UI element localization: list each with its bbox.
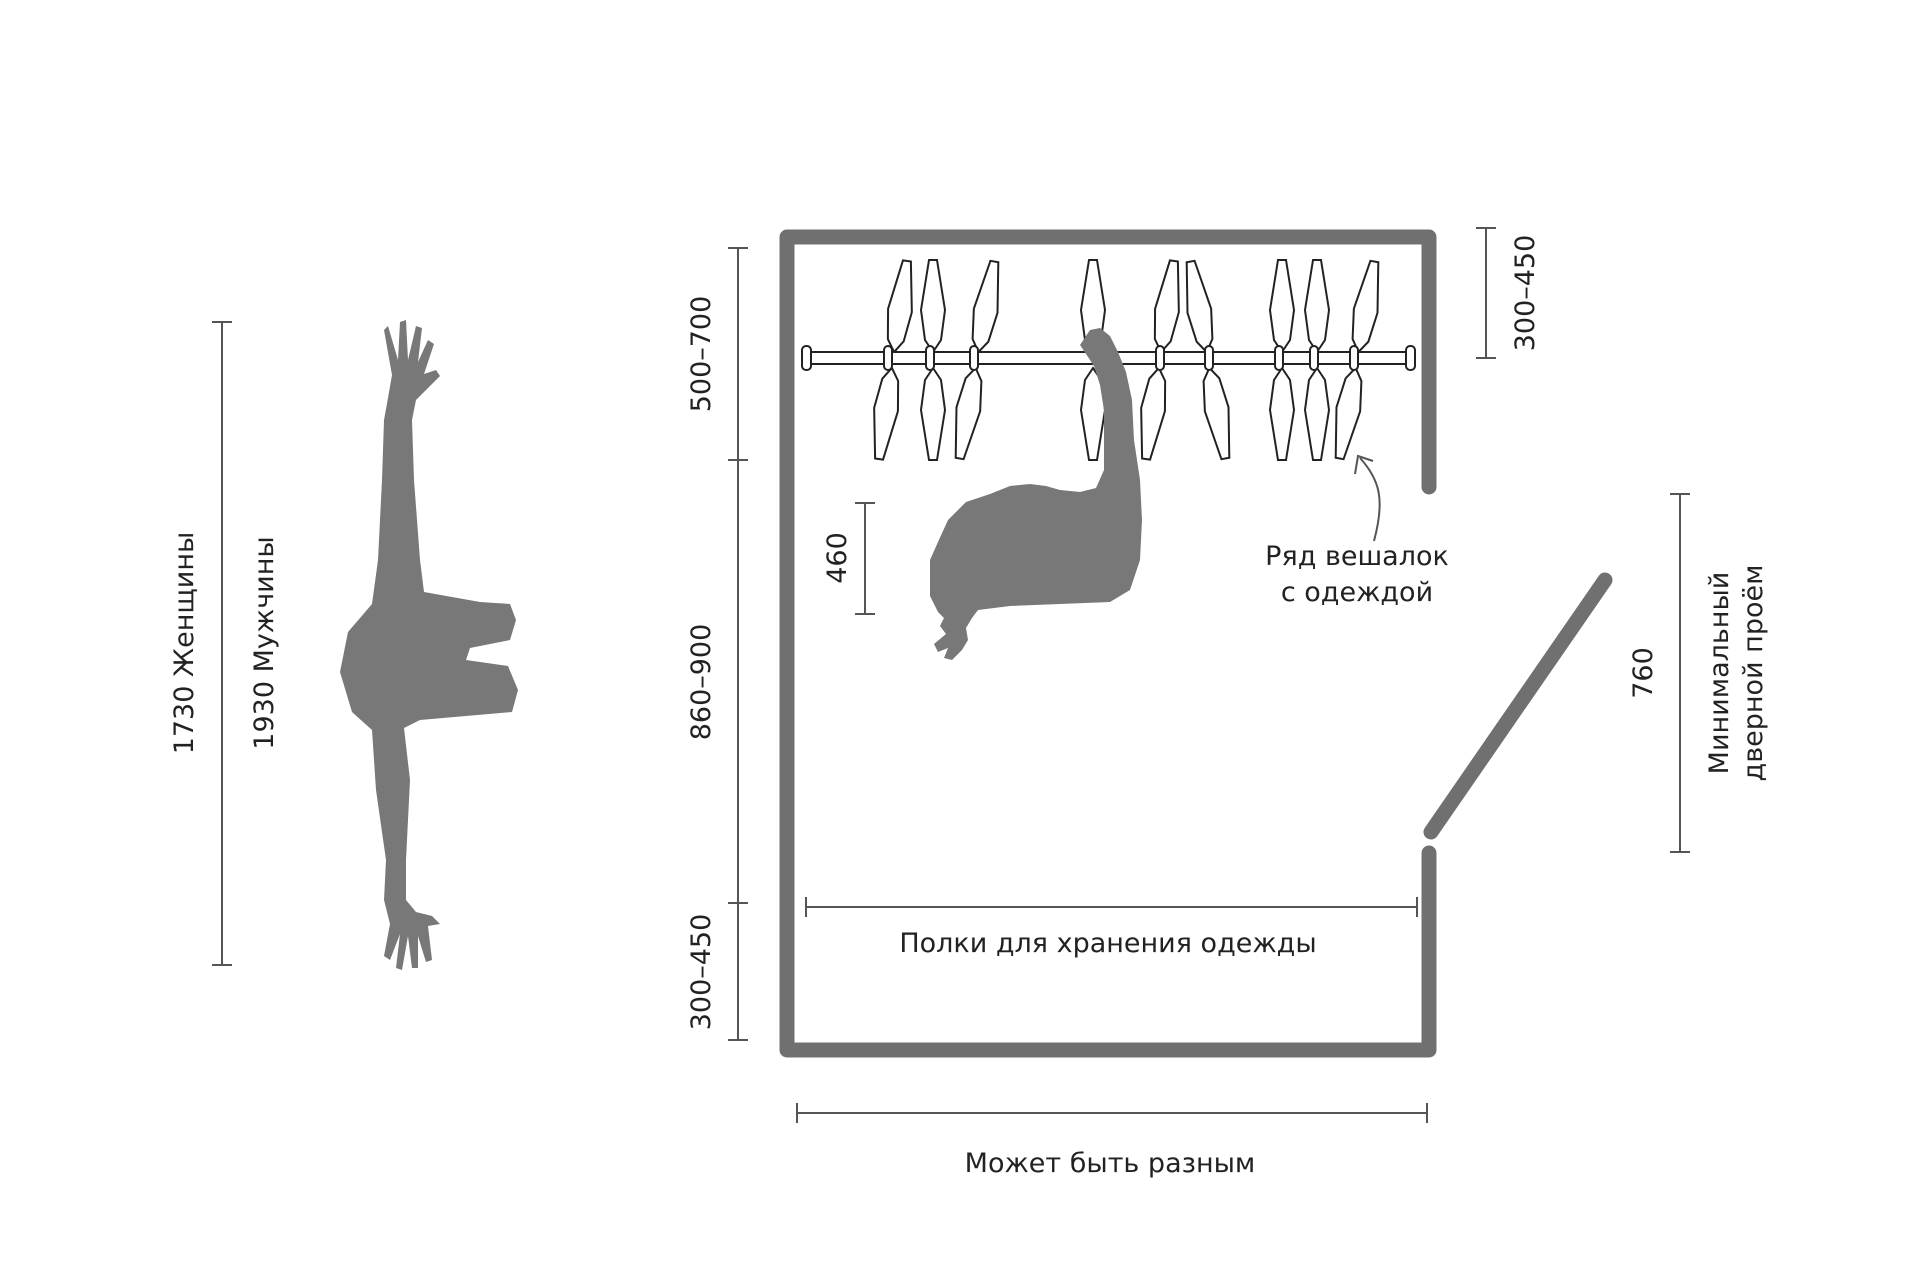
door-width-label: 760 bbox=[1628, 647, 1659, 699]
person-silhouette-left bbox=[340, 320, 518, 970]
width-dimension bbox=[796, 1103, 1428, 1123]
hanger bbox=[873, 259, 913, 461]
hanger bbox=[919, 259, 947, 461]
width-variable-label: Может быть разным bbox=[965, 1148, 1256, 1179]
hanger-row-callout bbox=[1354, 454, 1381, 542]
middle-zone-depth-label: 860–900 bbox=[686, 624, 717, 741]
hanger bbox=[1140, 259, 1180, 461]
hanger bbox=[1185, 259, 1231, 461]
depth-dimension-chain bbox=[728, 247, 748, 1041]
height-dimension-line bbox=[212, 321, 232, 966]
door-opening-label-line2: дверной проём bbox=[1738, 565, 1769, 782]
door-opening-label-line1: Минимальный bbox=[1704, 572, 1735, 775]
person-width-dimension bbox=[855, 502, 875, 615]
men-height-label: 1930 Мужчины bbox=[249, 536, 280, 749]
bottom-zone-depth-label: 300–450 bbox=[686, 914, 717, 1031]
hanger-row-label-line2: с одеждой bbox=[1281, 577, 1433, 608]
hanger-row-label-line1: Ряд вешалок bbox=[1265, 541, 1449, 572]
top-zone-depth-label: 500–700 bbox=[686, 296, 717, 413]
shelves-dimension bbox=[805, 897, 1418, 917]
person-width-label: 460 bbox=[822, 532, 853, 584]
hanger bbox=[1303, 259, 1331, 461]
closet-door-leaf bbox=[1423, 572, 1613, 840]
hanger-clearance-dimension bbox=[1476, 227, 1496, 359]
closet-walls bbox=[779, 229, 1613, 1058]
shelves-label: Полки для хранения одежды bbox=[899, 928, 1316, 959]
door-width-dimension bbox=[1670, 493, 1690, 853]
hanger-clearance-label: 300–450 bbox=[1510, 235, 1541, 352]
women-height-label: 1730 Женщины bbox=[169, 532, 200, 755]
closet-wall-left-top-right bbox=[779, 229, 1437, 1058]
hanger-row bbox=[873, 259, 1380, 461]
hanger bbox=[954, 259, 1000, 461]
hanger bbox=[1268, 259, 1296, 461]
hanger bbox=[1334, 259, 1380, 461]
person-silhouette-closet bbox=[930, 328, 1142, 660]
